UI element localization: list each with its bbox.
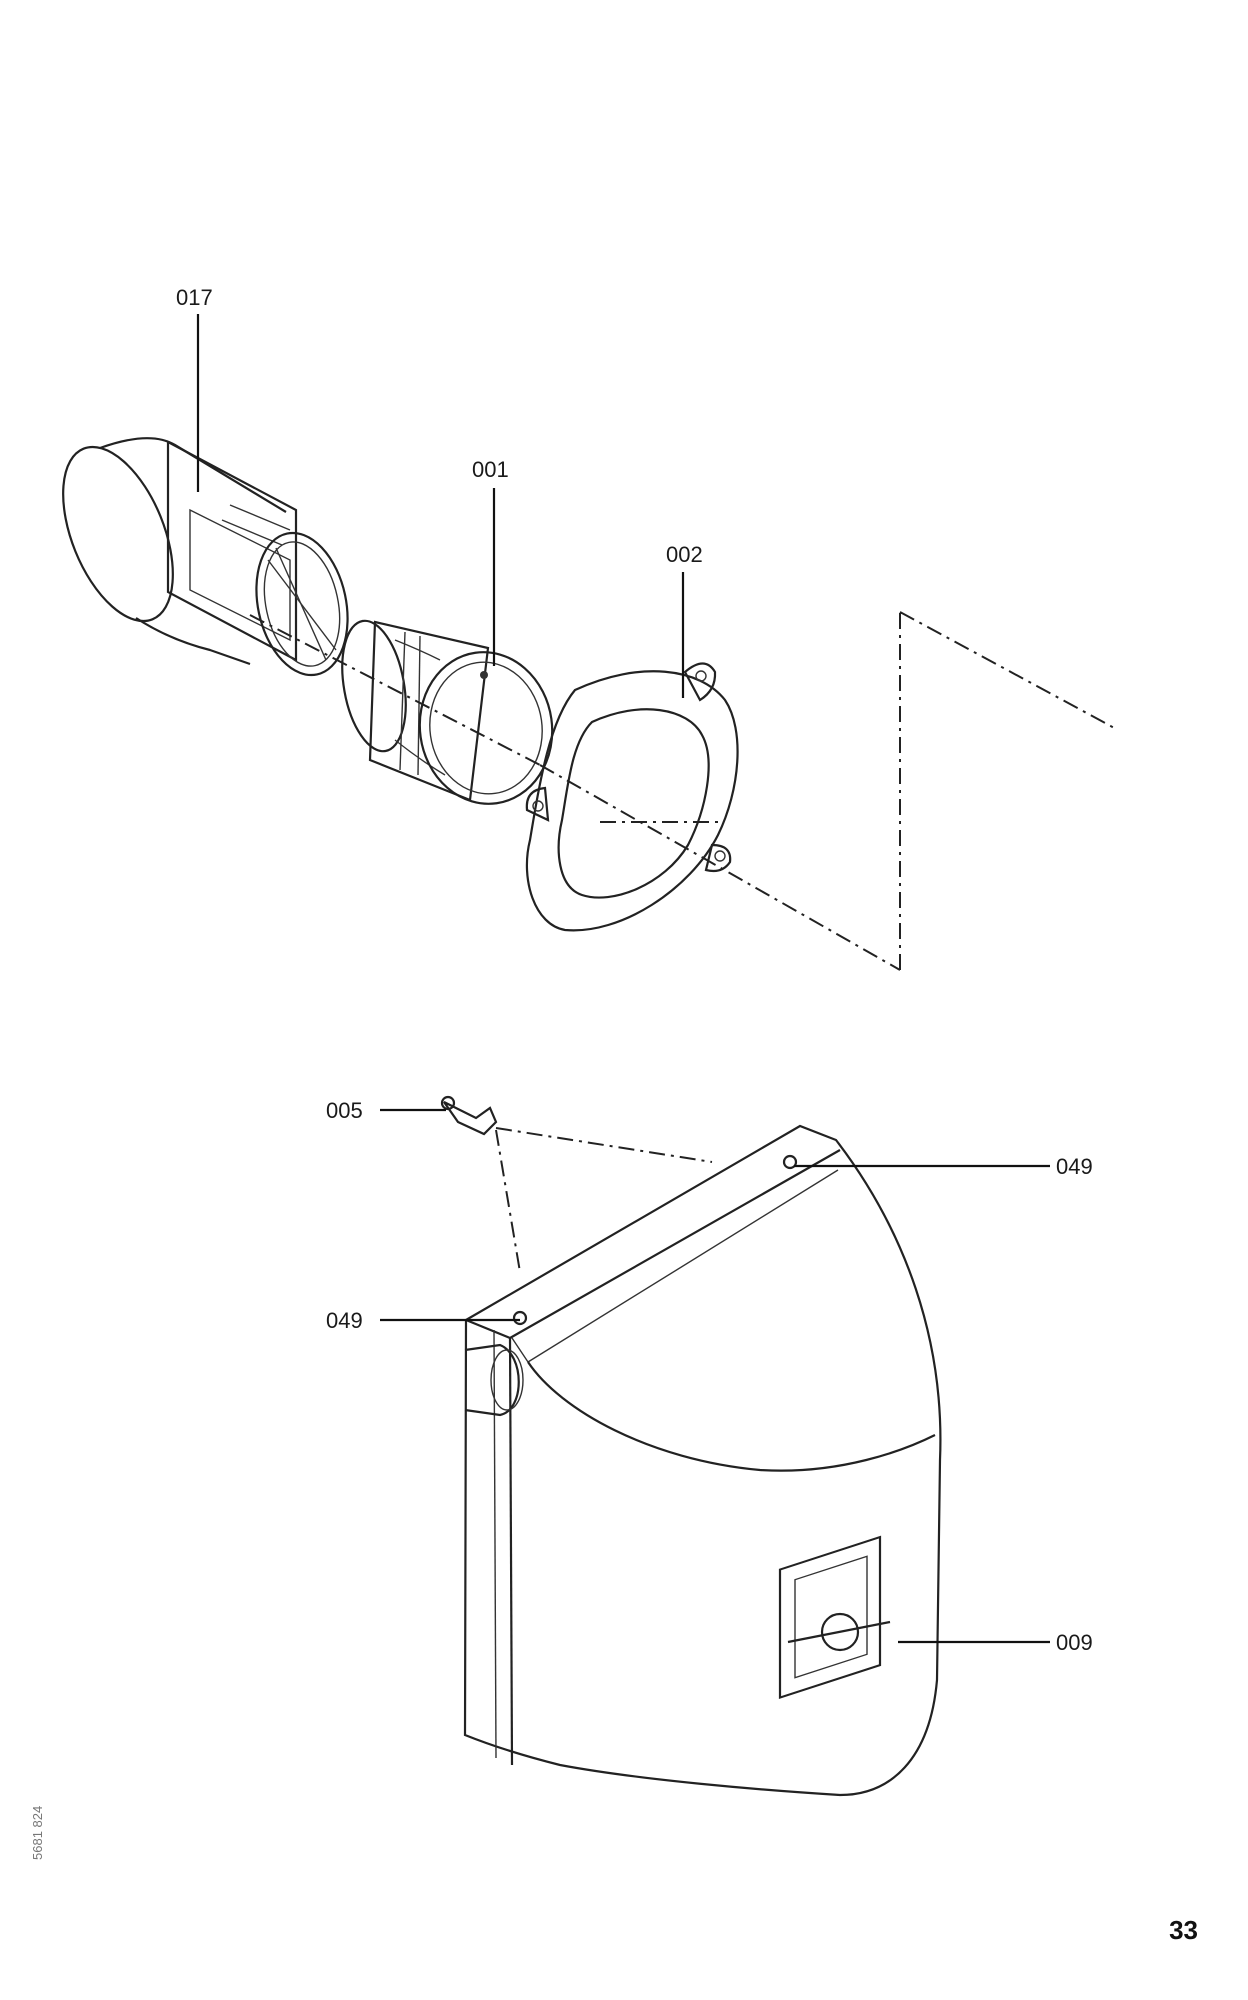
label-005: 005 [326,1098,363,1123]
center-line-screw [495,1127,713,1273]
label-049-left: 049 [326,1308,363,1333]
flange-gasket-part [525,662,739,932]
label-009: 009 [1056,1630,1093,1655]
page-number: 33 [1169,1915,1198,1945]
label-002: 002 [666,542,703,567]
label-017: 017 [176,285,213,310]
label-001: 001 [472,457,509,482]
burner-tube-part [62,437,349,677]
nozzle-cone-part [341,619,554,805]
burner-hood-part [463,1124,942,1797]
label-049-right: 049 [1056,1154,1093,1179]
drawing-number: 5681 824 [30,1805,45,1860]
center-line-axis [249,611,1119,971]
screw-part [440,1095,498,1136]
